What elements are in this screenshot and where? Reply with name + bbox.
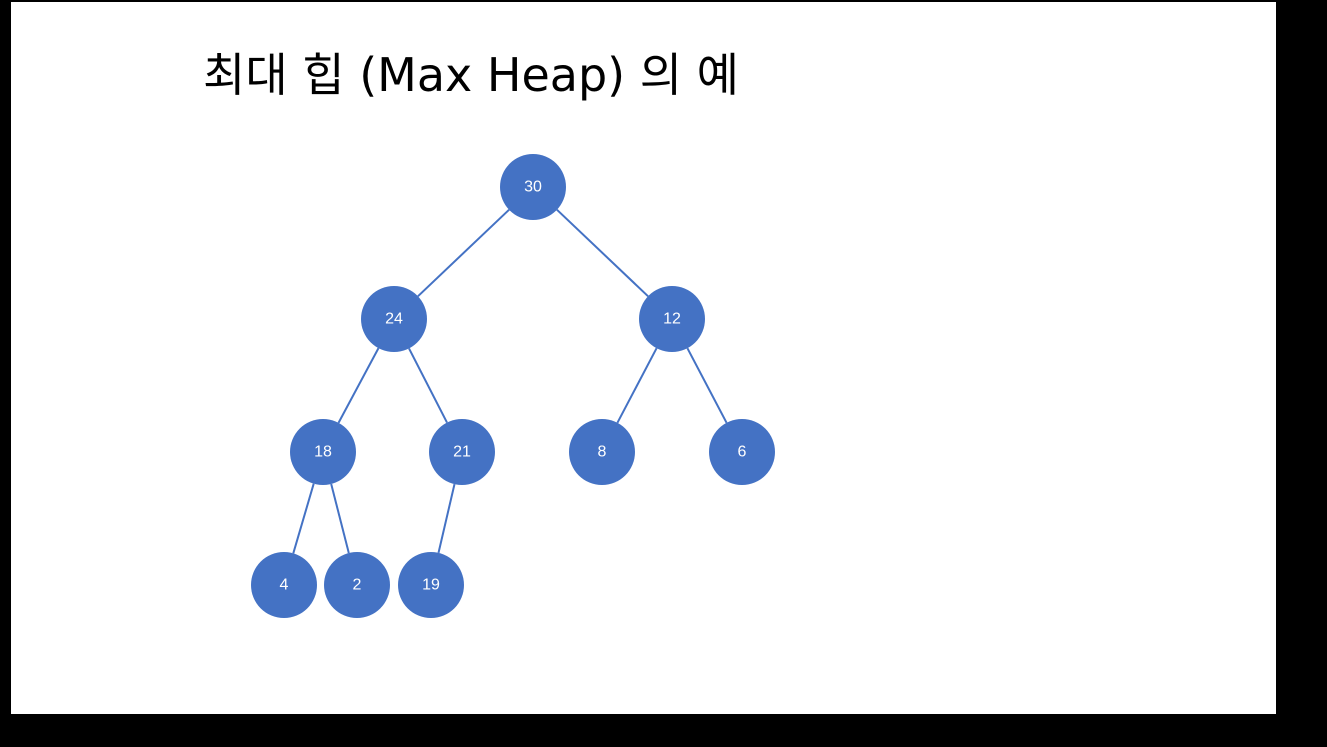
heap-node: 18 — [290, 419, 356, 485]
heap-node: 2 — [324, 552, 390, 618]
edge-n0-n1 — [417, 208, 510, 298]
heap-node-circle — [639, 286, 705, 352]
edge-n2-n6 — [686, 347, 728, 424]
heap-node-circle — [324, 552, 390, 618]
slide-canvas: 최대 힙 (Max Heap) 의 예 30 24 12 18 21 8 6 4 2 19 — [11, 2, 1276, 714]
heap-tree-diagram: 30 24 12 18 21 8 6 4 2 19 — [251, 154, 775, 618]
heap-node-circle — [429, 419, 495, 485]
heap-node-circle — [709, 419, 775, 485]
heap-node-label: 21 — [453, 444, 471, 461]
heap-node: 6 — [709, 419, 775, 485]
heap-node-circle — [361, 286, 427, 352]
heap-node: 24 — [361, 286, 427, 352]
heap-node: 21 — [429, 419, 495, 485]
heap-node-circle — [251, 552, 317, 618]
heap-node-label: 19 — [422, 577, 440, 594]
heap-node-label: 8 — [598, 444, 607, 461]
heap-node-label: 6 — [738, 444, 747, 461]
heap-node-label: 18 — [314, 444, 332, 461]
slide-title: 최대 힙 (Max Heap) 의 예 — [203, 48, 739, 102]
edge-n1-n3 — [337, 347, 380, 424]
heap-node: 12 — [639, 286, 705, 352]
nodes-layer: 30 24 12 18 21 8 6 4 2 19 — [251, 154, 775, 618]
heap-node-label: 12 — [663, 311, 681, 328]
heap-node: 8 — [569, 419, 635, 485]
edge-n0-n2 — [556, 208, 649, 298]
edge-n2-n5 — [616, 347, 658, 424]
heap-node: 4 — [251, 552, 317, 618]
heap-node-label: 4 — [280, 577, 289, 594]
edge-n4-n9 — [437, 483, 456, 554]
heap-node: 19 — [398, 552, 464, 618]
heap-node-label: 24 — [385, 311, 403, 328]
heap-node-circle — [398, 552, 464, 618]
heap-node-label: 30 — [524, 179, 542, 196]
edge-n3-n8 — [330, 483, 350, 554]
heap-node-circle — [290, 419, 356, 485]
heap-node-label: 2 — [353, 577, 362, 594]
edges-layer — [292, 208, 728, 554]
heap-node: 30 — [500, 154, 566, 220]
heap-node-circle — [569, 419, 635, 485]
heap-node-circle — [500, 154, 566, 220]
edge-n1-n4 — [408, 347, 448, 424]
edge-n3-n7 — [292, 483, 315, 554]
